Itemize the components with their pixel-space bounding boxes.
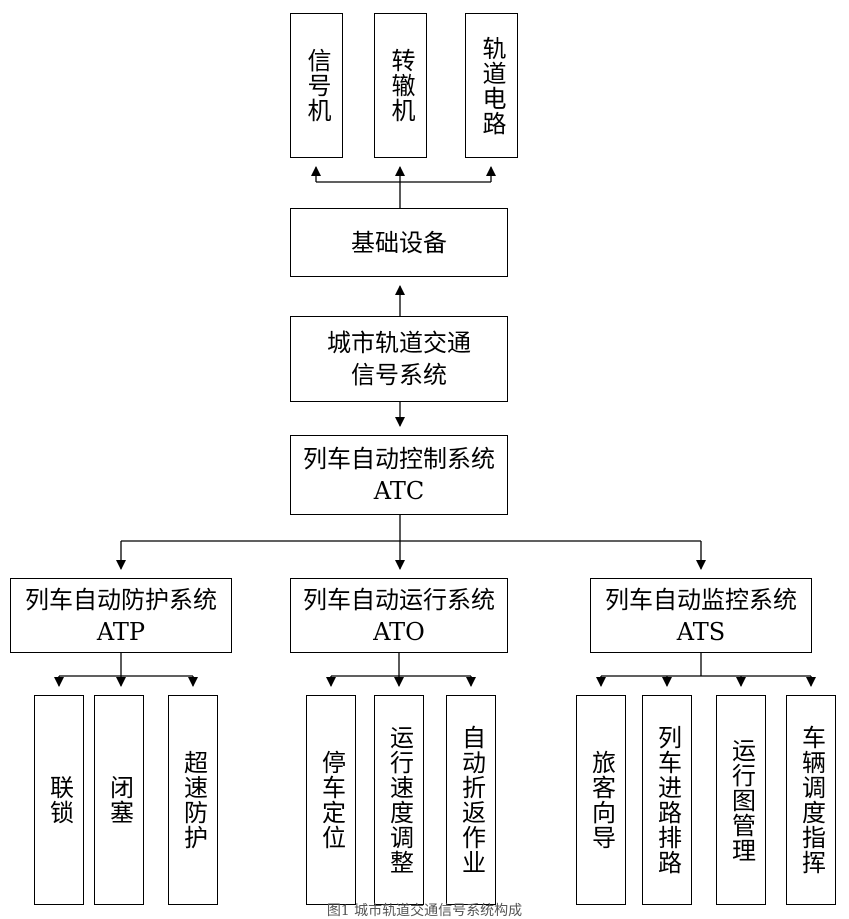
node-atc: 列车自动控制系统 ATC — [290, 435, 508, 515]
node-stop-positioning-label: 停车定位 — [317, 750, 346, 850]
node-dispatch-command-label: 车辆调度指挥 — [797, 725, 826, 875]
node-atc-label: 列车自动控制系统 ATC — [303, 445, 495, 505]
node-route-setting-label: 列车进路排路 — [653, 725, 682, 875]
node-track-circuit-label: 轨道电路 — [478, 35, 506, 136]
node-interlocking: 联锁 — [34, 695, 84, 905]
node-ats: 列车自动监控系统 ATS — [590, 578, 812, 653]
node-auto-turnback: 自动折返作业 — [446, 695, 496, 905]
figure-caption: 图1 城市轨道交通信号系统构成 — [326, 903, 523, 919]
node-ats-label: 列车自动监控系统 ATS — [605, 585, 797, 646]
node-timetable-management: 运行图管理 — [716, 695, 766, 905]
node-signal-system: 城市轨道交通 信号系统 — [290, 316, 508, 402]
node-speed-adjustment: 运行速度调整 — [374, 695, 424, 905]
node-stop-positioning: 停车定位 — [306, 695, 356, 905]
node-passenger-guide: 旅客向导 — [576, 695, 626, 905]
node-signal-label: 信号机 — [303, 48, 331, 123]
node-auto-turnback-label: 自动折返作业 — [457, 725, 486, 875]
node-track-circuit: 轨道电路 — [465, 13, 518, 158]
node-base-equipment: 基础设备 — [290, 208, 508, 277]
node-switch-machine-label: 转辙机 — [387, 48, 415, 123]
node-block-label: 闭塞 — [105, 775, 134, 825]
node-route-setting: 列车进路排路 — [642, 695, 692, 905]
node-atp: 列车自动防护系统 ATP — [10, 578, 232, 653]
node-overspeed-protection: 超速防护 — [168, 695, 218, 905]
node-base-equipment-label: 基础设备 — [351, 228, 447, 257]
node-passenger-guide-label: 旅客向导 — [587, 750, 616, 850]
node-ato: 列车自动运行系统 ATO — [290, 578, 508, 653]
node-speed-adjustment-label: 运行速度调整 — [385, 725, 414, 875]
node-timetable-management-label: 运行图管理 — [727, 737, 756, 863]
node-overspeed-protection-label: 超速防护 — [179, 750, 208, 850]
node-ato-label: 列车自动运行系统 ATO — [303, 585, 495, 646]
node-dispatch-command: 车辆调度指挥 — [786, 695, 836, 905]
node-interlocking-label: 联锁 — [45, 775, 74, 825]
node-switch-machine: 转辙机 — [374, 13, 427, 158]
node-atp-label: 列车自动防护系统 ATP — [25, 585, 217, 646]
node-signal: 信号机 — [290, 13, 343, 158]
node-block: 闭塞 — [94, 695, 144, 905]
node-signal-system-label: 城市轨道交通 信号系统 — [327, 329, 471, 389]
